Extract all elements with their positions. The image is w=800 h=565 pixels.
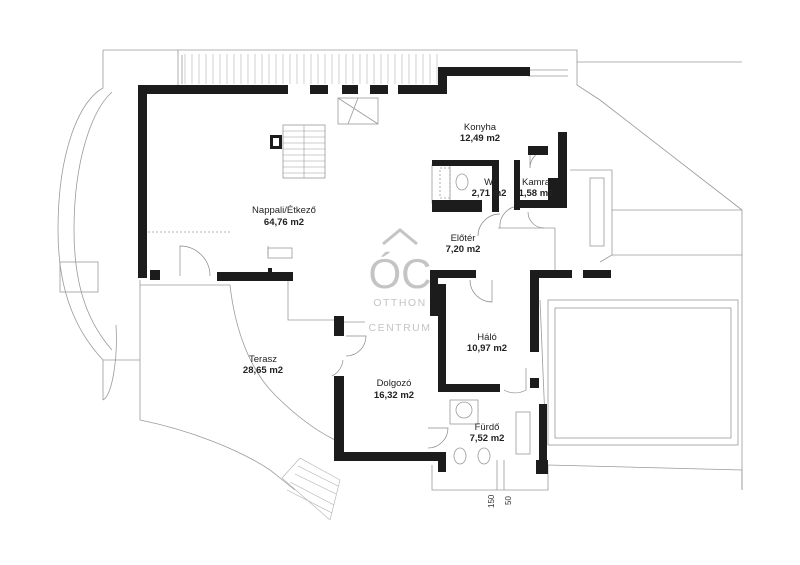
room-name: Kamra <box>522 177 551 188</box>
room-name: Előtér <box>451 233 476 244</box>
room-name: Dolgozó <box>377 378 412 389</box>
room-furdo: Fürdő 7,52 m2 <box>470 422 505 444</box>
room-area: 28,65 m2 <box>243 365 283 376</box>
watermark-line2: CENTRUM <box>369 322 432 334</box>
room-eloter: Előtér 7,20 m2 <box>446 233 481 255</box>
room-name: Háló <box>477 332 497 343</box>
room-name: Wc <box>484 177 498 188</box>
dimension-marks: 150 50 <box>487 460 513 508</box>
room-halo: Háló 10,97 m2 <box>467 332 507 354</box>
room-area: 7,20 m2 <box>446 244 481 255</box>
watermark-line1: OTTHON <box>373 297 426 309</box>
room-labels: Konyha 12,49 m2 Wc 2,71 m2 Kamra 1,58 m2… <box>243 122 554 444</box>
dimension-label: 50 <box>504 496 513 505</box>
room-area: 64,76 m2 <box>264 217 304 228</box>
room-area: 10,97 m2 <box>467 343 507 354</box>
walls <box>138 67 611 474</box>
room-name: Fürdő <box>475 422 500 433</box>
room-area: 7,52 m2 <box>470 433 505 444</box>
dimension-label: 150 <box>487 494 496 508</box>
watermark: ÓC OTTHON CENTRUM <box>369 228 432 334</box>
room-konyha: Konyha 12,49 m2 <box>460 122 500 144</box>
room-area: 2,71 m2 <box>472 188 507 199</box>
room-area: 12,49 m2 <box>460 133 500 144</box>
watermark-roof-icon <box>382 228 418 246</box>
room-terasz: Terasz 28,65 m2 <box>243 354 283 376</box>
room-name: Terasz <box>249 354 277 365</box>
room-kamra: Kamra 1,58 m2 <box>519 177 554 199</box>
room-nappali: Nappali/Étkező 64,76 m2 <box>252 205 316 228</box>
room-area: 16,32 m2 <box>374 390 414 401</box>
room-dolgozo: Dolgozó 16,32 m2 <box>374 378 414 401</box>
room-area: 1,58 m2 <box>519 188 554 199</box>
room-name: Nappali/Étkező <box>252 205 316 216</box>
watermark-logo: ÓC <box>369 250 432 297</box>
room-name: Konyha <box>464 122 497 133</box>
outline-lines <box>57 49 743 521</box>
room-wc: Wc 2,71 m2 <box>472 177 507 199</box>
